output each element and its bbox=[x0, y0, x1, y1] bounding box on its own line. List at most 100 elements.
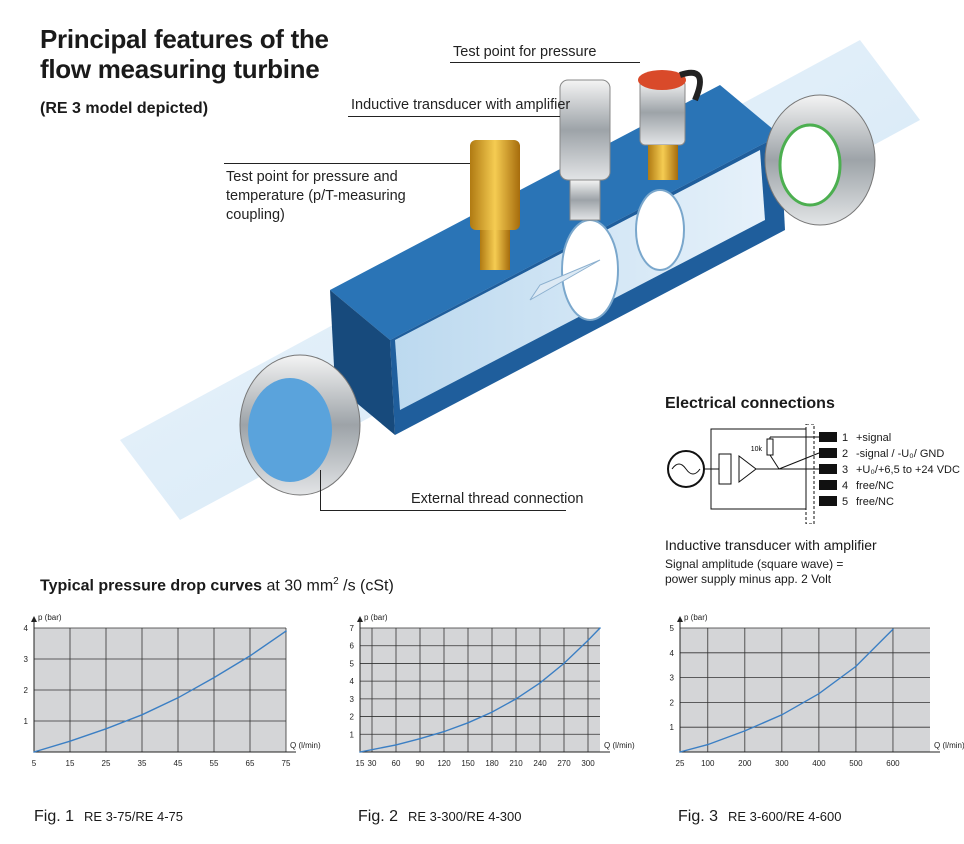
x-axis-label: Q (l/min) bbox=[934, 741, 964, 750]
pin-list: 1+signal 2-signal / -U₀/ GND 3+U₀/+6,5 t… bbox=[842, 432, 960, 512]
y-tick-label: 5 bbox=[350, 659, 355, 668]
fig-3-label: Fig. 3 bbox=[678, 808, 719, 825]
data-point bbox=[249, 655, 251, 657]
data-point bbox=[587, 639, 589, 642]
page-title: Principal features of the flow measuring… bbox=[40, 24, 329, 84]
x-tick-label: 25 bbox=[102, 759, 111, 768]
title-line-1: Principal features of the bbox=[40, 24, 329, 54]
x-tick-label: 5 bbox=[32, 759, 37, 768]
x-tick-label: 600 bbox=[886, 759, 900, 768]
x-tick-label: 240 bbox=[533, 759, 547, 768]
y-tick-label: 5 bbox=[670, 624, 675, 633]
y-tick-label: 1 bbox=[670, 723, 675, 732]
y-tick-label: 3 bbox=[350, 695, 355, 704]
fig-2-caption: Fig. 2 RE 3-300/RE 4-300 bbox=[358, 808, 521, 826]
callout-pt-line-2: temperature (p/T-measuring bbox=[226, 188, 406, 204]
callout-inductive-transducer: Inductive transducer with amplifier bbox=[351, 97, 571, 113]
curves-heading-unit: at 30 mm bbox=[262, 577, 334, 595]
fig-1-caption: Fig. 1 RE 3-75/RE 4-75 bbox=[34, 808, 183, 826]
plot-area bbox=[360, 628, 600, 752]
callout-external-thread: External thread connection bbox=[411, 491, 584, 507]
x-tick-label: 210 bbox=[509, 759, 523, 768]
fig-3-caption: Fig. 3 RE 3-600/RE 4-600 bbox=[678, 808, 841, 826]
y-tick-label: 6 bbox=[350, 642, 355, 651]
x-tick-label: 15 bbox=[66, 759, 75, 768]
fig-2-label: Fig. 2 bbox=[358, 808, 399, 825]
data-point bbox=[855, 665, 857, 668]
y-axis-label: p (bar) bbox=[364, 613, 388, 622]
fig-1-model: RE 3-75/RE 4-75 bbox=[84, 809, 184, 824]
data-point bbox=[213, 676, 215, 679]
x-axis-label: Q (l/min) bbox=[604, 741, 635, 750]
x-tick-label: 45 bbox=[174, 759, 183, 768]
note-line-1: Signal amplitude (square wave) = bbox=[665, 557, 844, 571]
fig-2-model: RE 3-300/RE 4-300 bbox=[408, 809, 522, 824]
x-tick-label: 200 bbox=[738, 759, 752, 768]
curves-heading-unit-tail: /s (cSt) bbox=[338, 577, 394, 595]
data-point bbox=[443, 730, 445, 733]
x-tick-label: 15 bbox=[356, 759, 365, 768]
x-tick-label: 30 bbox=[368, 759, 377, 768]
y-axis-arrow bbox=[31, 616, 37, 622]
page-subtitle: (RE 3 model depicted) bbox=[40, 100, 209, 117]
electrical-title: Electrical connections bbox=[665, 395, 835, 412]
note-line-2: power supply minus app. 2 Volt bbox=[665, 572, 832, 586]
x-axis-label: Q (l/min) bbox=[290, 741, 321, 750]
callout-pt-line-1: Test point for pressure and bbox=[226, 169, 398, 185]
data-point bbox=[563, 662, 565, 665]
x-tick-label: 180 bbox=[485, 759, 499, 768]
data-point bbox=[177, 696, 179, 699]
x-tick-label: 60 bbox=[392, 759, 401, 768]
y-tick-label: 4 bbox=[350, 677, 355, 686]
resistor-label: 10k bbox=[751, 446, 763, 453]
x-tick-label: 55 bbox=[210, 759, 219, 768]
x-tick-label: 75 bbox=[282, 759, 291, 768]
x-tick-label: 400 bbox=[812, 759, 826, 768]
y-tick-label: 1 bbox=[24, 717, 29, 726]
y-tick-label: 1 bbox=[350, 730, 355, 739]
wiring-diagram: 10k bbox=[667, 424, 837, 524]
callout-pt-coupling: Test point for pressure and temperature … bbox=[226, 168, 406, 225]
y-tick-label: 2 bbox=[670, 698, 675, 707]
y-tick-label: 2 bbox=[24, 686, 29, 695]
data-point bbox=[33, 751, 35, 753]
electrical-note: Signal amplitude (square wave) = power s… bbox=[665, 557, 843, 587]
data-point bbox=[395, 744, 397, 746]
data-point bbox=[359, 751, 361, 753]
data-point bbox=[706, 743, 709, 746]
data-point bbox=[679, 751, 681, 753]
fig-1-label: Fig. 1 bbox=[34, 808, 75, 825]
curves-heading: Typical pressure drop curves at 30 mm2 /… bbox=[40, 576, 394, 595]
x-tick-label: 120 bbox=[437, 759, 451, 768]
x-tick-label: 300 bbox=[581, 759, 595, 768]
data-point bbox=[491, 711, 493, 713]
data-point bbox=[892, 628, 894, 631]
callout-test-point-pressure: Test point for pressure bbox=[453, 44, 597, 60]
x-tick-label: 300 bbox=[775, 759, 789, 768]
pin-row: 1+signal bbox=[842, 432, 892, 444]
data-point bbox=[781, 714, 783, 716]
pin-row: 3+U₀/+6,5 to +24 VDC bbox=[842, 464, 960, 476]
y-tick-label: 3 bbox=[670, 674, 675, 683]
data-point bbox=[467, 721, 469, 724]
y-axis-label: p (bar) bbox=[684, 613, 708, 622]
y-tick-label: 4 bbox=[24, 624, 29, 633]
y-axis-label: p (bar) bbox=[38, 613, 62, 622]
x-tick-label: 25 bbox=[676, 759, 685, 768]
turbine-illustration bbox=[120, 40, 920, 520]
x-tick-label: 150 bbox=[461, 759, 475, 768]
y-tick-label: 7 bbox=[350, 624, 355, 633]
data-point bbox=[285, 630, 287, 632]
y-axis-arrow bbox=[677, 616, 683, 622]
fig-3-model: RE 3-600/RE 4-600 bbox=[728, 809, 842, 824]
curves-heading-bold: Typical pressure drop curves bbox=[40, 577, 263, 595]
data-point bbox=[744, 730, 746, 732]
x-tick-label: 90 bbox=[416, 759, 425, 768]
y-tick-label: 3 bbox=[24, 655, 29, 664]
data-point bbox=[515, 698, 517, 700]
